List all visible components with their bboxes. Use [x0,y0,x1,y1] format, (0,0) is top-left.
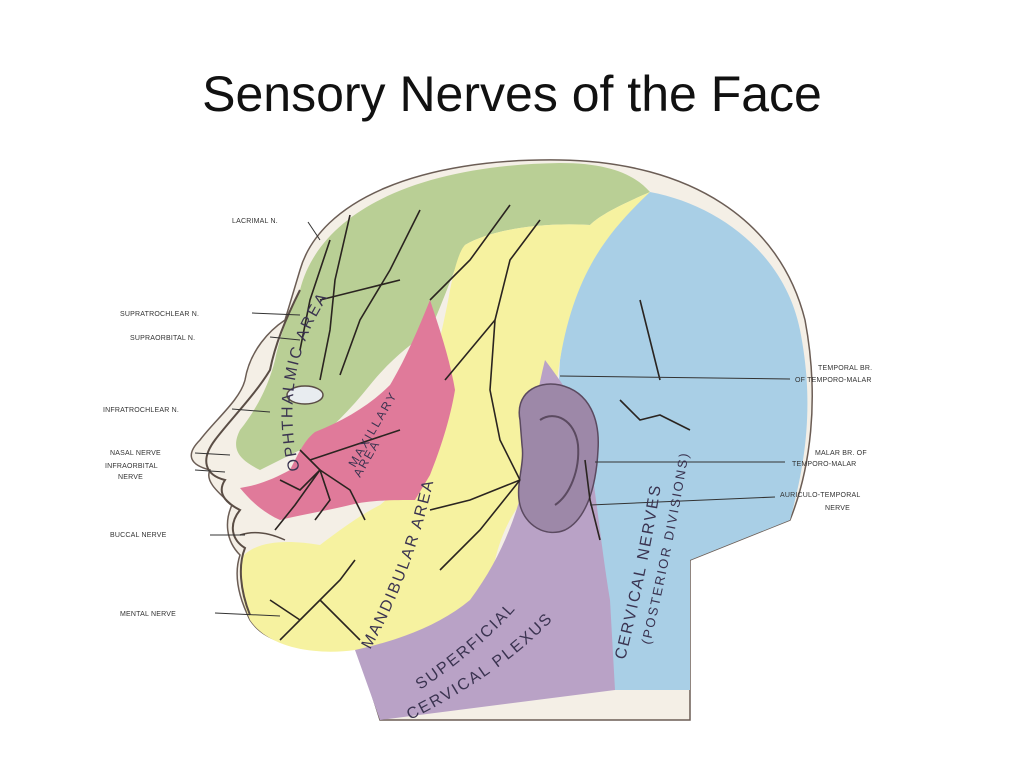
slide-title: Sensory Nerves of the Face [202,66,822,122]
lips [239,531,286,541]
label-mental: MENTAL NERVE [120,611,176,618]
label-supratrochlear: SUPRATROCHLEAR N. [120,311,199,318]
maxillary-region [240,300,455,520]
label-malar-1: MALAR BR. OF [815,450,867,457]
nerve-branches [269,204,691,641]
label-temporal-1: TEMPORAL BR. [818,365,872,372]
ear-inner [539,415,580,506]
label-infraorbital-2: NERVE [118,474,143,481]
face-profile [205,289,301,616]
label-infraorbital-1: INFRAORBITAL [105,463,158,470]
label-temporal-2: OF TEMPORO-MALAR [795,377,872,384]
label-auriculo-2: NERVE [825,505,850,512]
label-infratrochlear: INFRATROCHLEAR N. [103,407,179,414]
label-supraorbital: SUPRAORBITAL N. [130,335,195,342]
label-buccal: BUCCAL NERVE [110,532,167,539]
label-nasal: NASAL NERVE [110,450,161,457]
eye [286,385,324,405]
label-auriculo-1: AURICULO-TEMPORAL [780,492,860,499]
leader-lines [194,221,791,617]
cervical-posterior-region [558,192,808,690]
ophthalmic-region [236,163,650,470]
label-malar-2: TEMPORO-MALAR [792,461,856,468]
label-lacrimal: LACRIMAL N. [232,218,278,225]
